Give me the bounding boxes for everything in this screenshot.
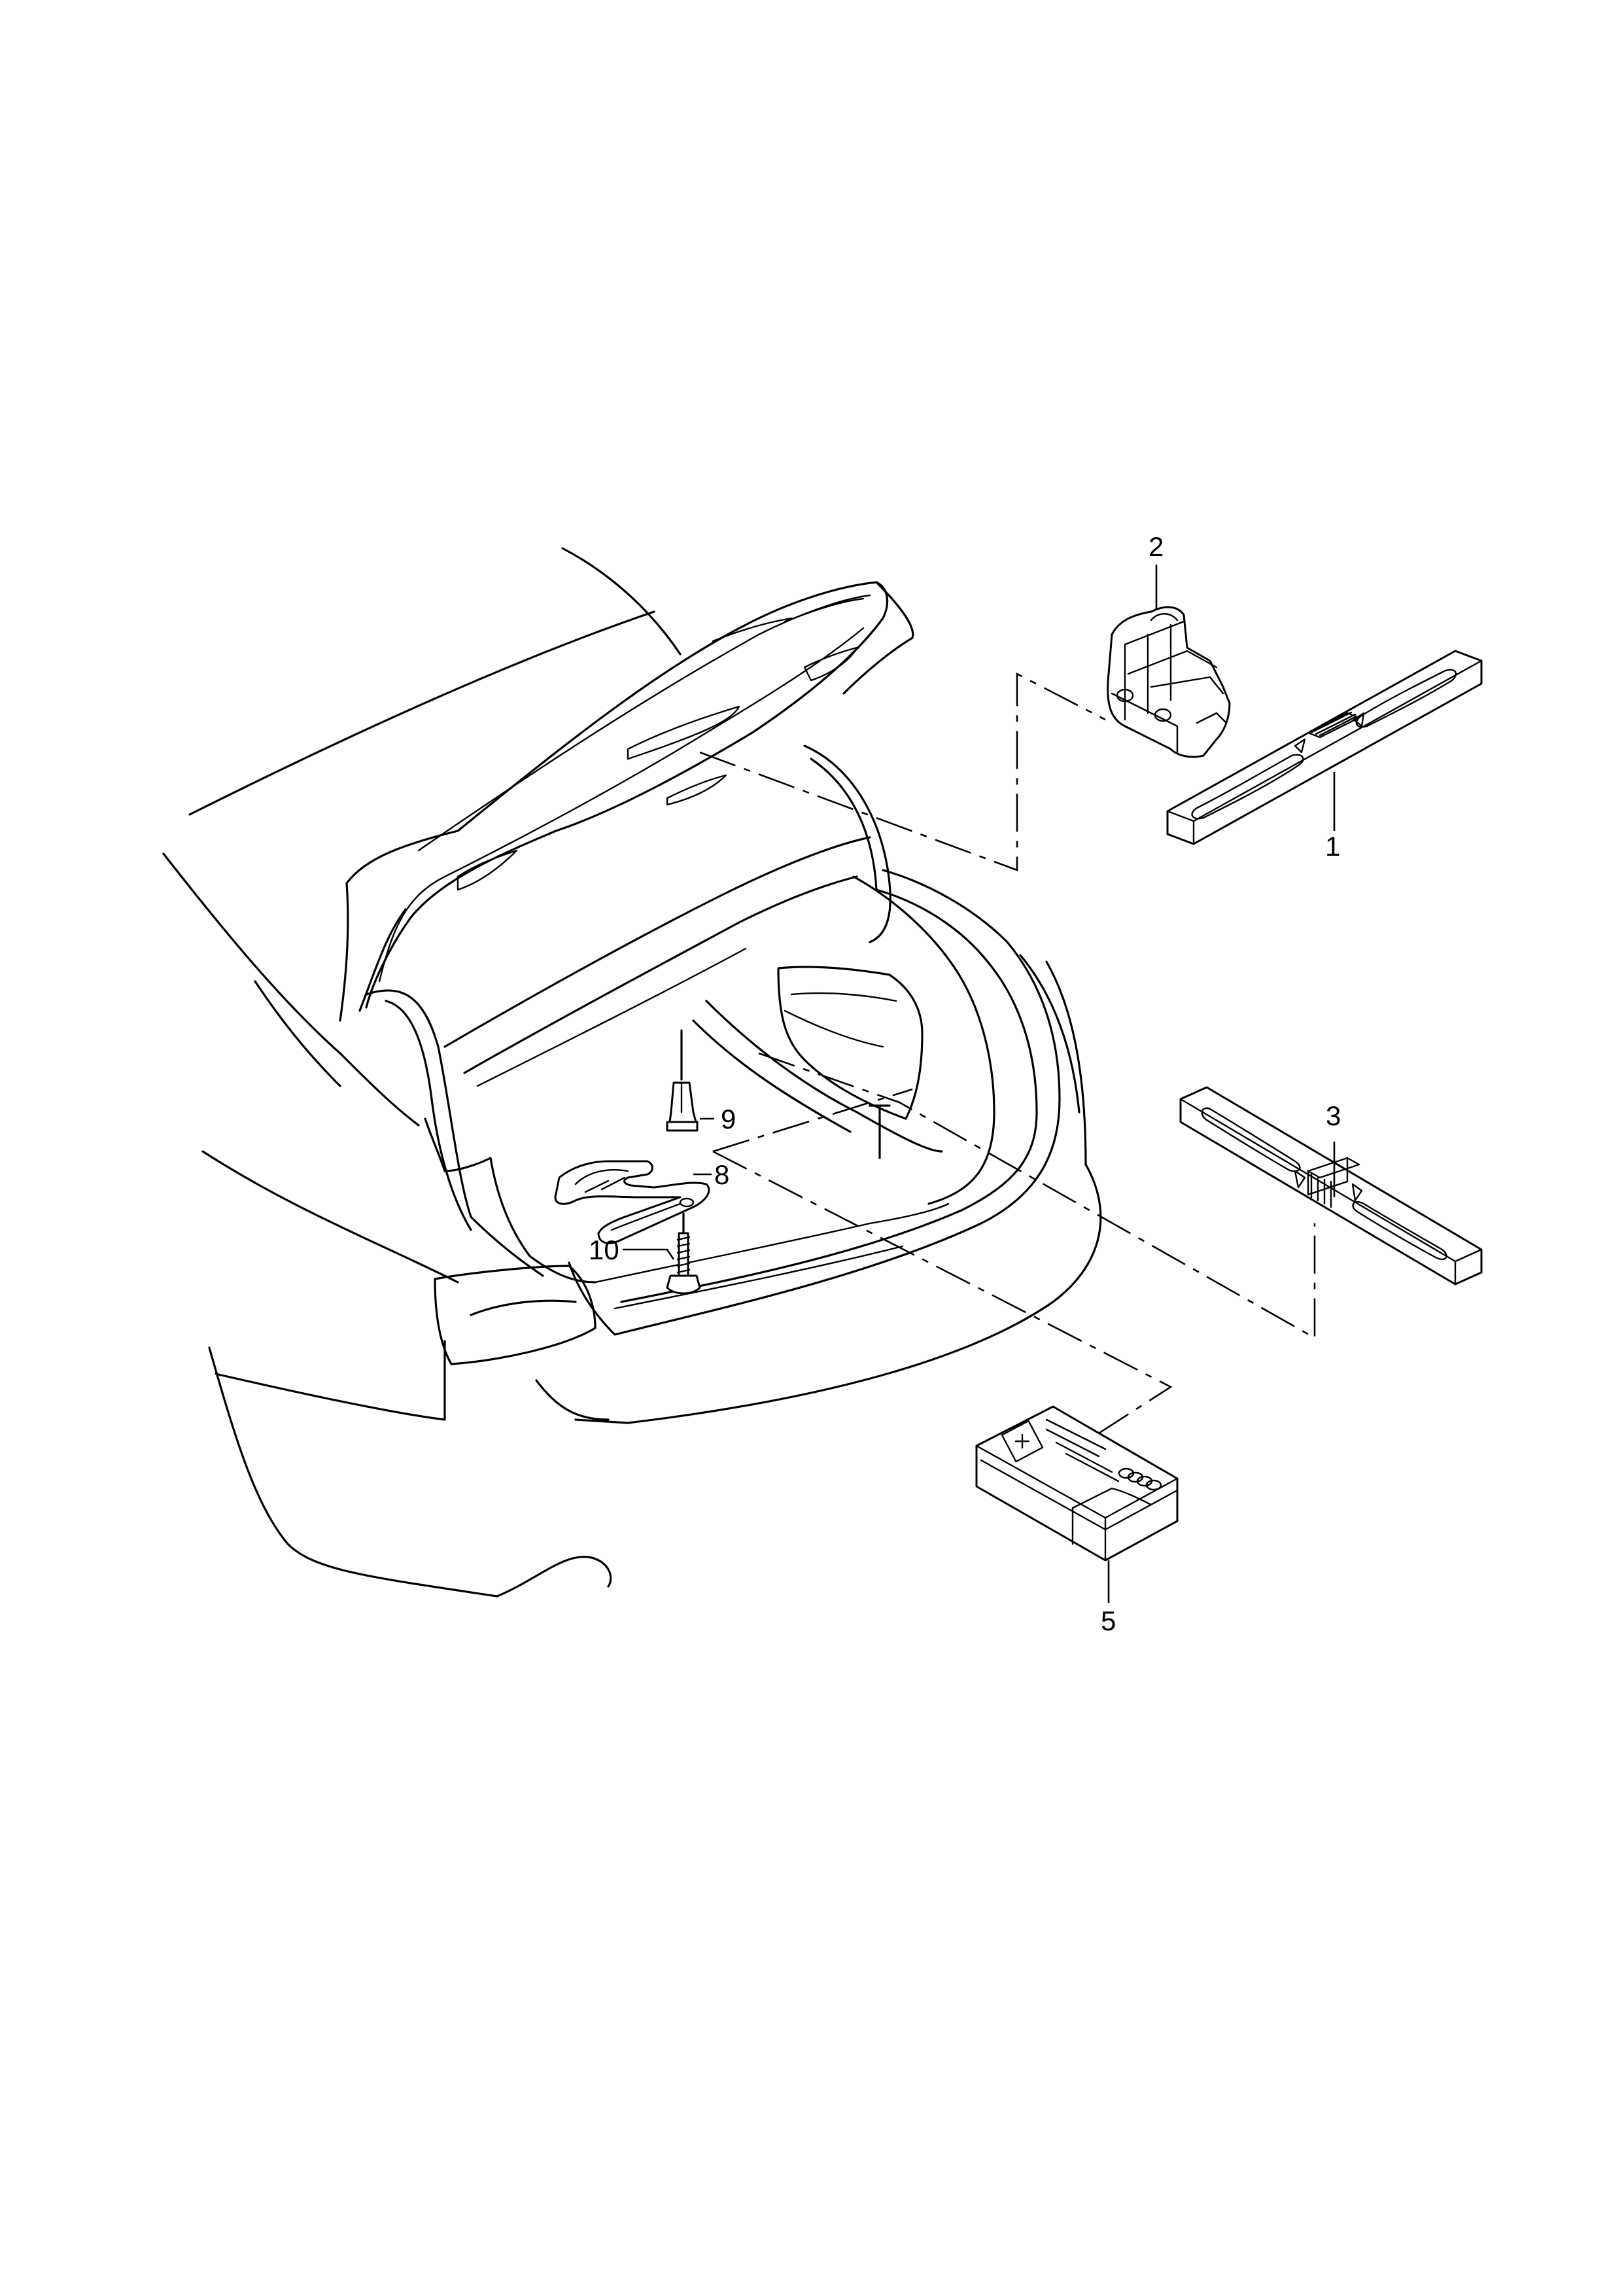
callout-2: 2 [1149, 531, 1164, 562]
warning-triangle-part [1166, 650, 1483, 845]
brand-rings-icon [1118, 1467, 1162, 1491]
trunk-lid [339, 581, 914, 1022]
callout-1: 1 [1325, 831, 1340, 862]
callout-labels: 2 1 3 5 8 9 10 [589, 531, 1341, 1636]
callout-3: 3 [1326, 1100, 1341, 1131]
callout-8: 8 [714, 1159, 729, 1190]
callout-10: 10 [589, 1235, 619, 1265]
callout-5: 5 [1101, 1605, 1116, 1636]
assembly-lines [699, 672, 1316, 1447]
trunk-opening [365, 745, 1061, 1336]
callout-9: 9 [721, 1104, 736, 1134]
expanding-nut-part [666, 1029, 699, 1132]
callout-leaders [623, 565, 1336, 1603]
warning-triangle-part-lower [1179, 1086, 1483, 1286]
car-body [162, 547, 1102, 1598]
first-aid-kit-part [975, 1405, 1179, 1562]
screw-part [666, 1212, 701, 1295]
holder-bracket-part [1107, 606, 1231, 758]
clip-holder-part [554, 1160, 710, 1244]
